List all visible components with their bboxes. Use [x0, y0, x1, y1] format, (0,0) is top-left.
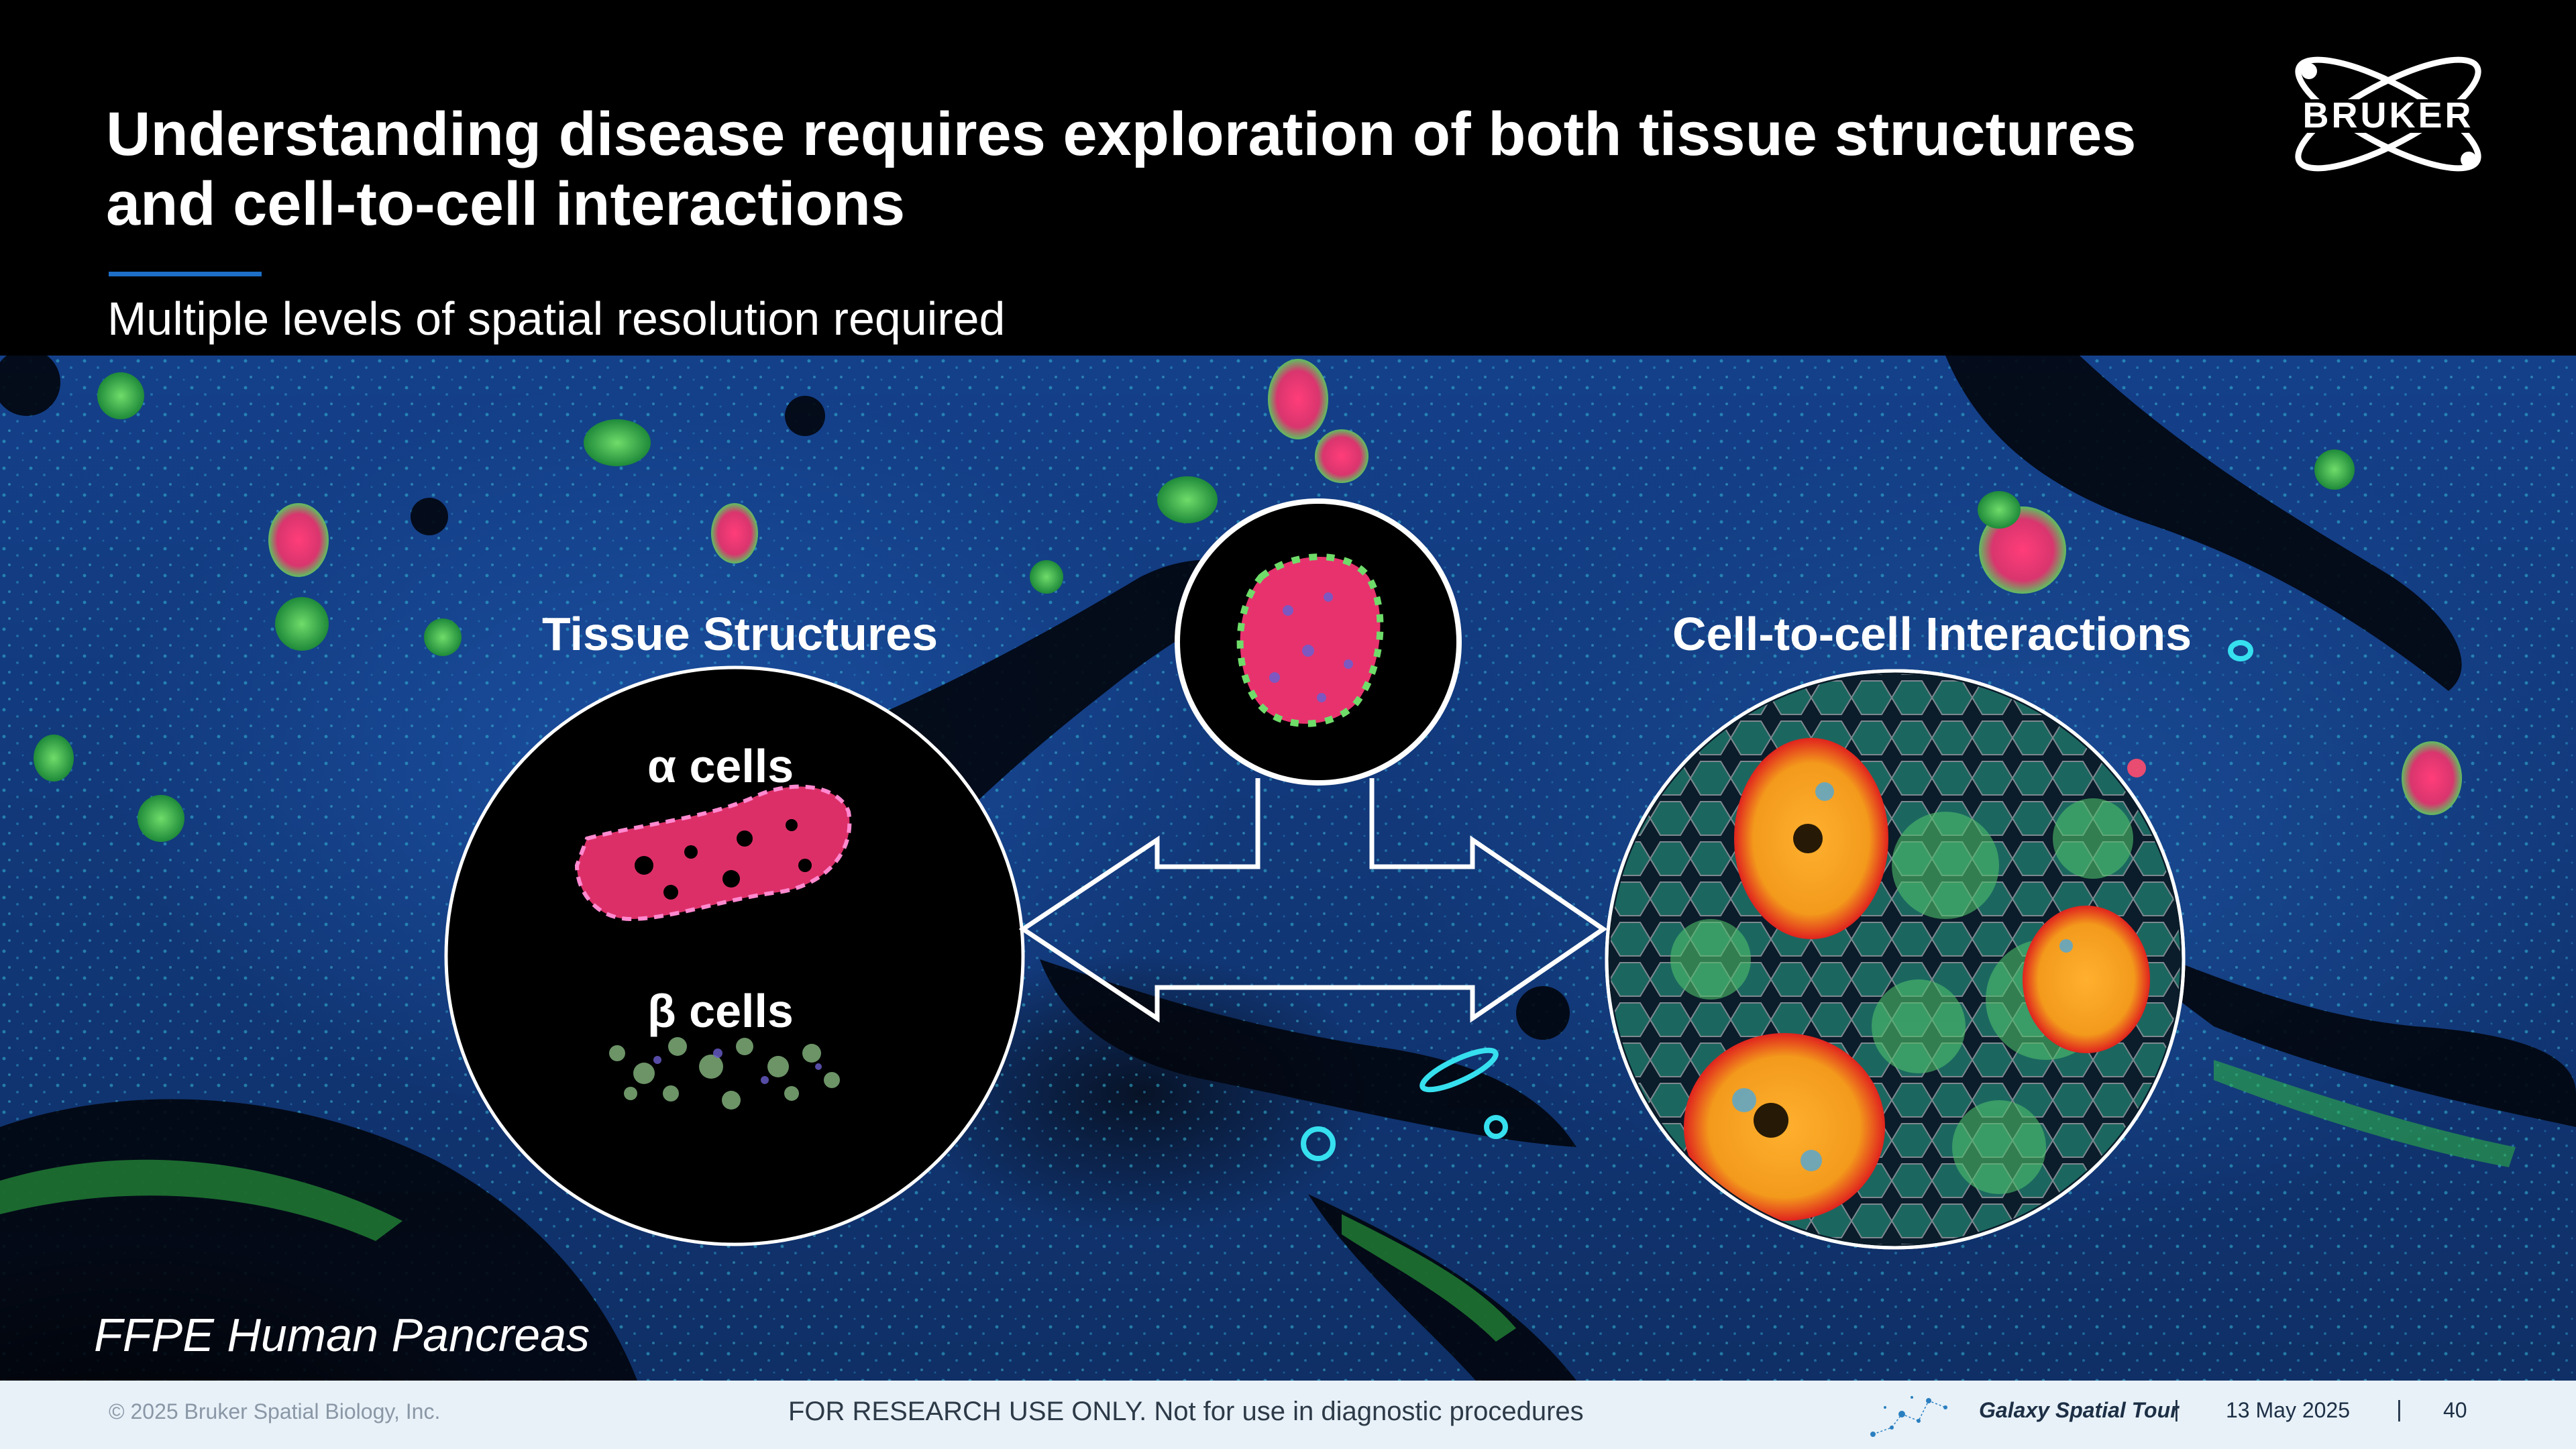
slide-title-line-2: and cell-to-cell interactions	[106, 170, 906, 238]
tissue-illustration	[0, 356, 2576, 1381]
presentation-date: 13 May 2025	[2226, 1398, 2351, 1422]
footer-separator-1: |	[2174, 1397, 2180, 1422]
page-number: 40	[2443, 1398, 2467, 1422]
bruker-logo: BRUKER	[2274, 56, 2502, 172]
research-disclaimer: FOR RESEARCH USE ONLY. Not for use in di…	[788, 1397, 1584, 1426]
bruker-logo-text: BRUKER	[2302, 95, 2473, 136]
alpha-cells-label: α cells	[647, 740, 794, 792]
pancreas-tissue-image	[0, 356, 2576, 1381]
connector-arrows	[1018, 778, 1608, 1023]
slide-title: Understanding disease requires explorati…	[106, 99, 2186, 239]
footer-separator-2: |	[2396, 1397, 2402, 1422]
slide-header: Understanding disease requires explorati…	[0, 0, 2576, 356]
copyright-text: © 2025 Bruker Spatial Biology, Inc.	[109, 1399, 441, 1424]
tissue-structures-label: Tissue Structures	[542, 608, 938, 660]
cell-interactions-label: Cell-to-cell Interactions	[1672, 608, 2192, 660]
slide-title-line-1: Understanding disease requires explorati…	[106, 100, 2137, 168]
galaxy-icon	[1870, 1396, 1947, 1437]
tissue-structures-circle	[444, 665, 1025, 1246]
title-accent-line	[109, 272, 262, 276]
slide-subtitle: Multiple levels of spatial resolution re…	[107, 292, 1006, 345]
beta-cells-label: β cells	[647, 985, 794, 1037]
tissue-caption: FFPE Human Pancreas	[94, 1309, 590, 1361]
duct-rings	[1301, 640, 2253, 1161]
event-name: Galaxy Spatial Tour	[1979, 1398, 2179, 1422]
islet-zoom-circle	[1175, 498, 1462, 786]
cell-interactions-circle	[1605, 669, 2186, 1250]
slide-footer	[0, 1381, 2576, 1449]
